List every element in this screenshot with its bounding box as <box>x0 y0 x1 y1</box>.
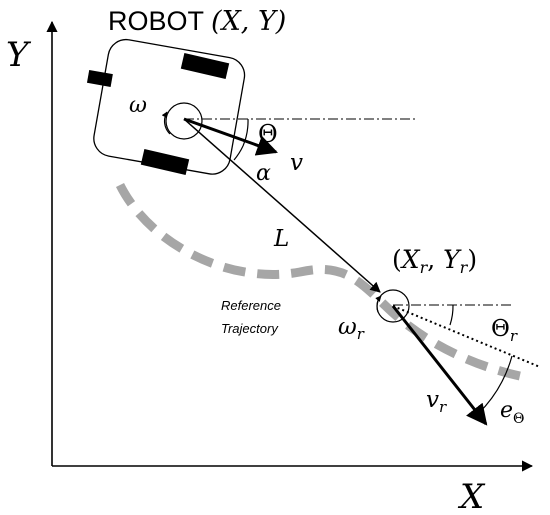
reference-velocity-vector <box>391 305 488 426</box>
robot-body <box>86 38 246 175</box>
robot-title: ROBOT (X, Y) <box>108 6 286 37</box>
reference-rotation-arrow <box>375 295 382 313</box>
reference-coords-label: (Xr, Yr) <box>392 245 477 277</box>
robot-velocity-vector <box>183 117 278 156</box>
distance-label: L <box>273 226 289 252</box>
y-axis-label: Y <box>6 35 32 75</box>
distance-line <box>183 118 381 293</box>
trajectory-caption-line1: Reference <box>221 298 281 313</box>
wheel-top-left <box>86 70 113 87</box>
x-axis-label: X <box>457 477 486 515</box>
e-theta-arc <box>477 355 513 415</box>
theta-r-label: Θr <box>491 316 518 345</box>
velocity-label: v <box>290 150 303 176</box>
e-theta-label: eΘ <box>500 398 525 427</box>
v-r-label: vr <box>426 387 447 416</box>
wheel-bottom <box>140 149 190 175</box>
trajectory-caption-line2: Trajectory <box>221 321 279 336</box>
wheel-top-right <box>180 53 230 79</box>
reference-trajectory <box>115 182 521 381</box>
robot-rotation-arrow <box>161 111 171 135</box>
theta-arc <box>242 118 249 147</box>
omega-r-label: ωr <box>338 314 365 343</box>
alpha-label: α <box>256 161 271 186</box>
robot-rotation-circle <box>165 102 203 140</box>
omega-label: ω <box>129 93 147 118</box>
reference-tangent-line <box>392 305 541 368</box>
alpha-arc <box>233 145 244 161</box>
theta-label: Θ <box>258 120 278 148</box>
theta-r-arc <box>449 304 454 326</box>
